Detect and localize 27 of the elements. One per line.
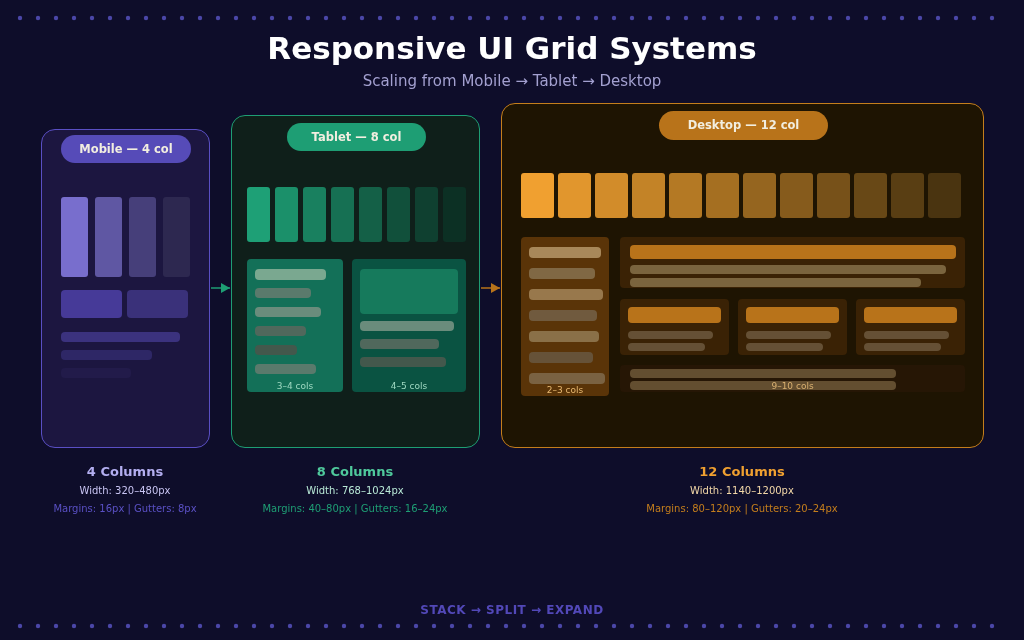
layout-panel	[521, 237, 609, 396]
tablet-frame	[231, 115, 480, 448]
arrow	[210, 283, 231, 293]
header-pill: Mobile — 4 col	[61, 135, 191, 163]
column-count-heading: 8 Columns	[315, 464, 395, 479]
header-pill: Tablet — 8 col	[287, 123, 426, 151]
column-count-heading: 4 Columns	[85, 464, 165, 479]
span-label: 3–4 cols	[275, 381, 315, 391]
margin-gutter-text: Margins: 40–80px | Gutters: 16–24px	[261, 503, 449, 514]
layout-panel	[247, 259, 343, 392]
width-range-text: Width: 1140–1200px	[689, 485, 795, 496]
margin-gutter-text: Margins: 80–120px | Gutters: 20–24px	[645, 503, 839, 514]
title: Responsive UI Grid Systems	[266, 30, 758, 66]
column-count-heading: 12 Columns	[698, 464, 786, 479]
span-label: 4–5 cols	[389, 381, 429, 391]
span-label: 2–3 cols	[545, 385, 585, 395]
footer-text: STACK → SPLIT → EXPAND	[419, 603, 605, 617]
width-range-text: Width: 320–480px	[78, 485, 172, 496]
subtitle: Scaling from Mobile → Tablet → Desktop	[361, 72, 663, 90]
span-label: 9–10 cols	[770, 381, 815, 391]
layout-panel	[620, 365, 965, 392]
width-range-text: Width: 768–1024px	[305, 485, 405, 496]
arrow	[480, 283, 501, 293]
desktop-frame	[501, 103, 984, 448]
layout-panel	[352, 259, 466, 392]
header-pill: Desktop — 12 col	[659, 111, 828, 140]
mobile-frame	[41, 129, 210, 448]
